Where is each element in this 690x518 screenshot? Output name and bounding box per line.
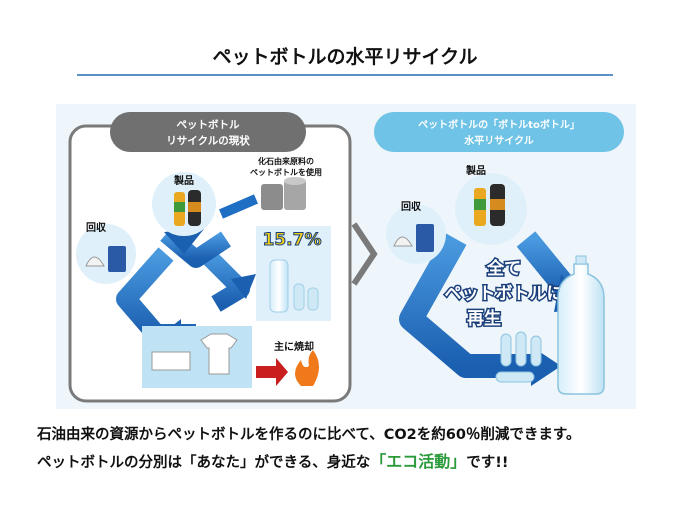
recycle-bin-icon [108,246,126,272]
pet-bottle-icon [269,259,289,313]
fossil-arrow [219,194,258,219]
fossil-label-line1: 化石由来原料の [258,156,314,166]
left-collection-label: 回収 [86,222,107,234]
tshirt-icon [200,333,238,375]
right-header-line2: 水平リサイクル [463,134,534,147]
oil-drum-icon [261,177,306,210]
right-collection-label: 回収 [401,201,422,213]
transition-chevron [351,222,378,286]
preform-group-icon [495,331,542,383]
caption-line1: 石油由来の資源からペットボトルを作るのに比べて、CO2を約60％削減できます。 [37,427,581,443]
left-panel: ペットボトル リサイクルの現状 製品 化石由来原料の ペットボトルを使用 [68,112,352,403]
recycled-pet-bottle-icon [557,263,605,395]
caption-line2: ペットボトルの分別は「あなた」ができる、身近な「エコ活動」です!! [37,448,508,472]
big-text-line1: 全て [486,258,521,279]
right-recycle-bin-icon [416,224,434,252]
big-text-line3: 再生 [467,308,501,329]
right-cycle-arrow-left [399,233,536,378]
preform-icon [293,283,305,311]
right-panel-header [374,112,624,152]
recycling-infographic: ペットボトル リサイクルの現状 製品 化石由来原料の ペットボトルを使用 [56,104,636,409]
right-header-line1: ペットボトルの「ボトルtoボトル」 [418,118,580,131]
left-header-line1: ペットボトル [177,118,240,131]
right-panel: ペットボトルの「ボトルtoボトル」 水平リサイクル 製品 回収 全て ペットボト… [374,112,624,395]
cycle-arrowhead-right [231,274,256,299]
page-title: ペットボトルの水平リサイクル [212,46,478,68]
infographic-svg: ペットボトル リサイクルの現状 製品 化石由来原料の ペットボトルを使用 [68,112,624,403]
eco-activity-highlight: 「エコ活動」 [370,452,467,471]
tray-icon [151,351,191,371]
caption-line2-prefix: ペットボトルの分別は「あなた」ができる、身近な [37,455,371,471]
fire-icon [295,350,319,386]
big-text-line2: ペットボトルに [445,284,564,304]
collection-circle [76,224,136,284]
caption-line2-suffix: です!! [466,455,509,471]
left-panel-header [110,112,306,152]
virgin-percent-value: 15.7% [263,230,322,250]
right-products-label: 製品 [465,164,486,177]
left-products-label: 製品 [173,174,194,187]
left-header-line2: リサイクルの現状 [166,134,250,147]
title-divider [77,74,613,76]
fossil-label-line2: ペットボトルを使用 [250,167,322,177]
incineration-label: 主に焼却 [274,340,314,353]
incineration-arrow [256,358,288,386]
cycle-arrowhead-top [164,229,204,254]
